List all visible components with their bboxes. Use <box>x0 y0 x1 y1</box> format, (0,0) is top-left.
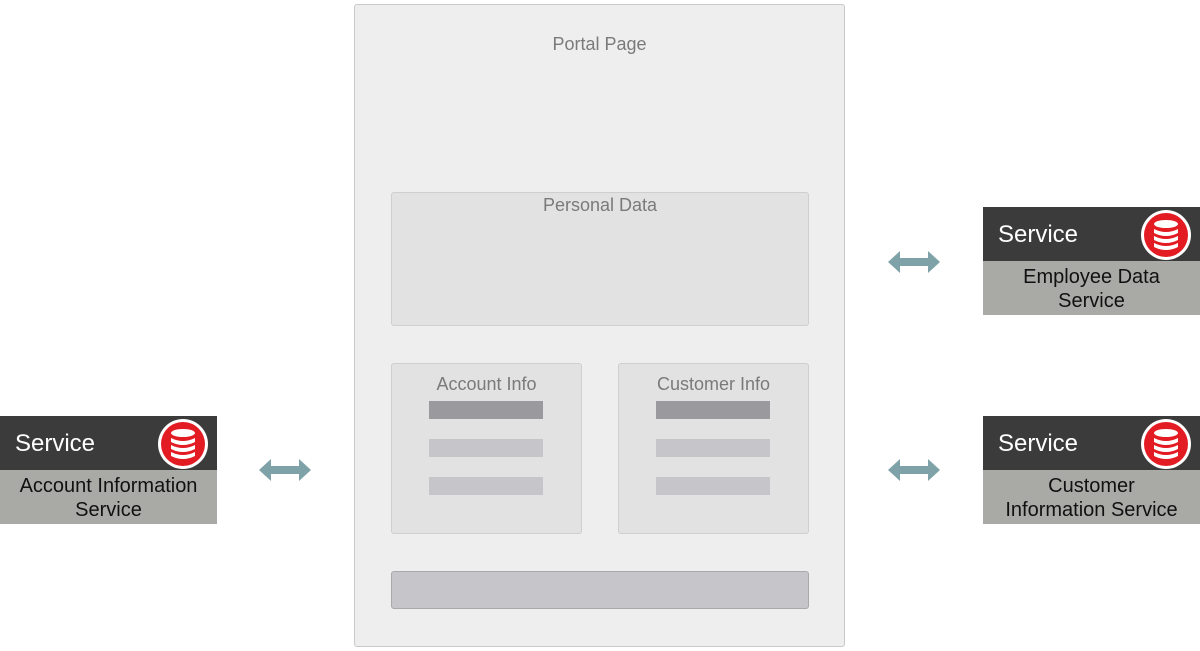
personal-data-title: Personal Data <box>542 195 658 215</box>
service-name-line1: Customer <box>1048 475 1135 497</box>
service-name: Employee Data Service <box>983 261 1200 315</box>
service-name-line1: Employee Data <box>1023 266 1160 288</box>
database-icon <box>157 418 209 470</box>
service-label: Service <box>15 430 96 457</box>
customer-info-row <box>656 439 770 457</box>
double-arrow-icon <box>259 459 311 481</box>
service-header: Service <box>0 416 217 470</box>
service-name: Account Information Service <box>0 470 217 524</box>
database-icon <box>1140 418 1192 470</box>
service-name-line2: Service <box>1058 290 1125 312</box>
customer-information-service: Service Customer Information Service <box>983 416 1200 524</box>
service-label: Service <box>998 430 1079 457</box>
service-name-line2: Service <box>75 499 142 521</box>
account-information-service: Service Account Information Service <box>0 416 217 524</box>
customer-info-panel: Customer Info <box>618 363 809 534</box>
double-arrow-icon <box>888 251 940 273</box>
service-name-line2: Information Service <box>1005 499 1178 521</box>
account-info-panel: Account Info <box>391 363 582 534</box>
service-name: Customer Information Service <box>983 470 1200 524</box>
personal-data-panel: Personal Data <box>391 192 809 326</box>
service-name-line1: Account Information <box>19 475 198 497</box>
service-label: Service <box>998 221 1079 248</box>
service-header: Service <box>983 207 1200 261</box>
portal-page-title: Portal Page <box>552 34 647 54</box>
account-info-title: Account Info <box>436 374 537 394</box>
account-info-row <box>429 401 543 419</box>
customer-info-row <box>656 401 770 419</box>
employee-data-service: Service Employee Data Service <box>983 207 1200 315</box>
account-info-row <box>429 439 543 457</box>
portal-footer-bar <box>391 571 809 609</box>
database-icon <box>1140 209 1192 261</box>
service-header: Service <box>983 416 1200 470</box>
customer-info-row <box>656 477 770 495</box>
double-arrow-icon <box>888 459 940 481</box>
account-info-row <box>429 477 543 495</box>
customer-info-title: Customer Info <box>656 374 771 394</box>
